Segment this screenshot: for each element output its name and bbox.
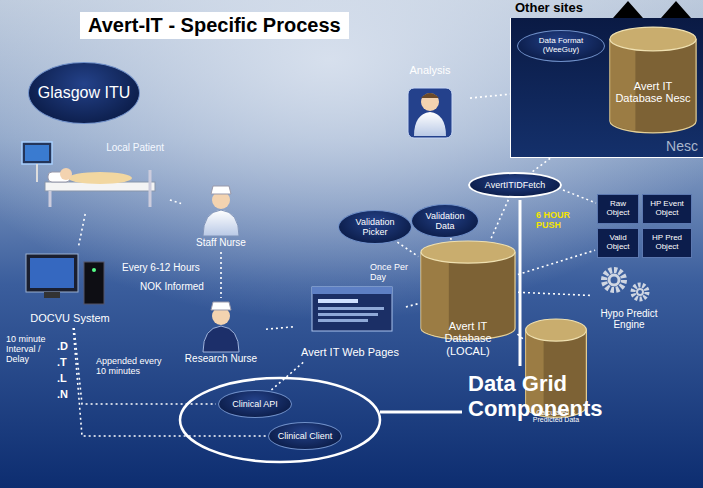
node-text: Valid Object [602, 234, 634, 252]
component-oval: Validation Data [411, 204, 479, 238]
node-text: Validation Picker [343, 217, 407, 237]
component-oval: AvertITIDFetch [468, 172, 562, 198]
annotation-label: 10 minute Interval / Delay [6, 334, 54, 364]
object-box: Raw Object [597, 194, 639, 224]
dotted-connector [220, 252, 222, 298]
node-text: Glasgow ITU [38, 84, 130, 102]
annotation-label: Data Grid Components [468, 372, 678, 421]
grid-ellipse [180, 378, 380, 462]
node-text: Avert IT Database Nesc [613, 80, 693, 105]
dotted-connector [491, 200, 508, 239]
node-text: Data Format (WeeGuy) [522, 37, 600, 55]
dotted-connector [271, 361, 304, 390]
annotation-label: Once Per Day [370, 262, 410, 282]
site-oval: Glasgow ITU [28, 62, 140, 124]
node-text: Staff Nurse [196, 237, 246, 248]
node-text: HP Event Object [647, 200, 687, 218]
node-text: Avert IT Database (LOCAL) [424, 320, 512, 357]
node-text: Avert IT Web Pages [301, 346, 399, 358]
dotted-connector [73, 328, 266, 436]
dotted-connector [518, 292, 590, 295]
component-oval: Clinical API [218, 390, 292, 418]
dotted-connector [74, 328, 216, 404]
web-window [312, 287, 392, 331]
web-icon: Avert IT Web Pages [296, 284, 404, 360]
annotation-label: .D [57, 340, 68, 352]
annotation-label: .N [57, 388, 68, 400]
dotted-connector [406, 304, 418, 307]
database-cylinder: Avert IT Database Nesc [609, 26, 697, 134]
annotation-label: 6 HOUR PUSH [536, 210, 590, 230]
annotation-label: Other sites [515, 1, 583, 16]
pointer-line [519, 200, 522, 366]
dotted-connector [518, 250, 595, 274]
node-text: Local Patient [106, 142, 164, 153]
component-oval: Clinical Client [268, 422, 342, 450]
annotation-label: Appended every 10 minutes [96, 356, 162, 376]
pointer-line [380, 411, 462, 414]
node-text: Analysis [410, 64, 451, 76]
annotation-label: .L [57, 372, 67, 384]
node-text: DOCVU System [30, 312, 109, 324]
dotted-connector [518, 334, 524, 339]
node-text: HP Pred Object [647, 234, 687, 252]
annotation-label: .T [57, 356, 67, 368]
node-text: Hypo Predict Engine [596, 308, 662, 330]
analyst-figure [408, 88, 452, 138]
gears [604, 270, 647, 299]
diagram-title: Avert-IT - Specific Process [80, 12, 349, 39]
object-box: HP Pred Object [642, 228, 692, 258]
object-box: HP Event Object [642, 194, 692, 224]
cylinder-shape [609, 26, 697, 134]
site-region: Nesc Data Format (WeeGuy) Avert IT Databas… [510, 18, 703, 158]
node-text: AvertITIDFetch [485, 180, 545, 190]
dotted-connector [397, 242, 418, 256]
component-oval: Data Format (WeeGuy) [517, 30, 605, 62]
object-box: Valid Object [597, 228, 639, 258]
database-cylinder: Avert IT Database (LOCAL) [420, 240, 516, 340]
node-text: Clinical Client [278, 431, 333, 441]
person-icon: Research Nurse [178, 300, 264, 366]
node-text: Raw Object [602, 200, 634, 218]
annotation-label: Every 6-12 Hours [122, 262, 200, 273]
dotted-connector [450, 238, 452, 240]
annotation-label: NOK Informed [140, 281, 204, 292]
person-icon: Staff Nurse [183, 182, 259, 250]
node-text: Nesc [666, 139, 698, 155]
dotted-connector [170, 200, 181, 204]
engine-icon: Hypo Predict Engine [592, 262, 666, 332]
node-text: Validation Data [416, 211, 474, 231]
computer-icon: DOCVU System [18, 250, 122, 326]
patient-icon: Local Patient [18, 140, 168, 212]
component-oval: Validation Picker [338, 210, 412, 244]
dotted-connector [78, 214, 85, 248]
node-text: Research Nurse [185, 353, 257, 364]
nurse-figure [203, 186, 239, 236]
dotted-connector [266, 327, 294, 329]
nurse-figure [203, 302, 239, 352]
computer [26, 254, 104, 304]
node-text: Clinical API [232, 399, 278, 409]
person-icon: Analysis [392, 62, 468, 142]
